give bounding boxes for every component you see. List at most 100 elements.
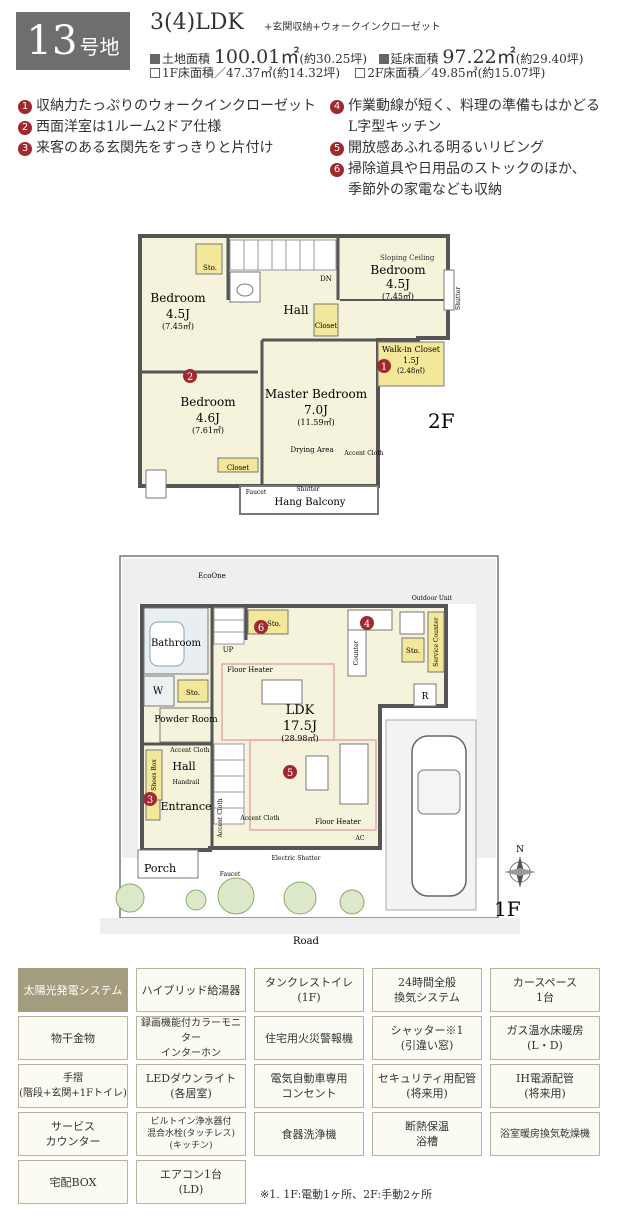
equipment-cell: 録画機能付カラーモニターインターホン — [136, 1016, 246, 1060]
master-bedroom-size: 7.0J — [304, 403, 328, 417]
ac-label: AC — [355, 835, 365, 842]
drying-area-label: Drying Area — [290, 446, 333, 454]
equipment-cell: LEDダウンライト(各居室) — [136, 1064, 246, 1108]
marker-3-icon — [143, 792, 157, 806]
wic-sqm: (2.48㎡) — [397, 367, 425, 375]
equipment-cell-text: セキュリティ用配管(将来用) — [377, 1072, 477, 1100]
equipment-cell-text: 断熱保温浴槽 — [405, 1120, 449, 1148]
car-icon — [411, 735, 467, 897]
2f-shutter-bottom-label: Shutter — [296, 486, 319, 493]
bedroom-sw-sqm: (7.61㎡) — [192, 426, 224, 435]
floor-heater-zone-2 — [249, 739, 377, 831]
compass-north-label: N — [516, 845, 524, 855]
master-bedroom-name: Master Bedroom — [265, 387, 368, 401]
marker-1-label: 1 — [381, 362, 387, 373]
coffee-table-icon — [305, 755, 329, 791]
equipment-cell-text: シャッター※1(引違い窓) — [390, 1024, 464, 1052]
equipment-cell: 浴室暖房換気乾燥機 — [490, 1112, 600, 1156]
2f-faucet-label: Faucet — [246, 489, 267, 496]
1f-sto-bath-label: Sto. — [186, 689, 200, 697]
site-gravel-north — [122, 558, 496, 604]
feature-text: 掃除道具や日用品のストックのほか、 — [348, 161, 586, 177]
equipment-cell: 太陽光発電システム — [18, 968, 128, 1012]
floor-area-label: 延床面積 — [390, 52, 439, 66]
equipment-cell: 住宅用火災警報機 — [254, 1016, 364, 1060]
bedroom-nw-size: 4.5J — [166, 307, 190, 321]
ecoone-label: EcoOne — [198, 572, 226, 580]
1f-floor-label: 1F — [494, 897, 521, 921]
equipment-cell-text: 録画機能付カラーモニターインターホン — [141, 1017, 241, 1059]
1f-up-label: UP — [223, 646, 234, 654]
refrigerator-label: R — [422, 692, 429, 702]
washer-area — [143, 675, 175, 707]
ldk-size: 17.5J — [283, 719, 317, 734]
stairs — [229, 239, 337, 271]
equipment-cell-text: LEDダウンライト(各居室) — [145, 1072, 237, 1100]
2f-plan: 1 2 Sloping Ceiling Bedroom 4.5J (7.45㎡)… — [138, 234, 462, 515]
marker-3-label: 3 — [147, 795, 153, 806]
1f-sto-stairs — [247, 609, 289, 635]
equipment-cell: IH電源配管(将来用) — [490, 1064, 600, 1108]
outdoor-unit-label: Outdoor Unit — [412, 595, 453, 602]
feature-text: 作業動線が短く、料理の準備もはかどる — [348, 98, 600, 114]
dining-table-icon — [261, 679, 303, 705]
washer-label: W — [153, 686, 164, 697]
shoes-box-label: Shoes Box — [151, 759, 158, 791]
powder-room — [159, 707, 213, 743]
equipment-cell: 食器洗浄機 — [254, 1112, 364, 1156]
marker-4-icon — [360, 616, 374, 630]
bedroom-sw-size: 4.6J — [196, 411, 220, 425]
master-bedroom-sqm: (11.59㎡) — [297, 418, 334, 427]
equipment-cell: 24時間全般換気システム — [372, 968, 482, 1012]
1f-accent-cloth-3: Accent Cloth — [239, 815, 279, 822]
bedroom-sw-name: Bedroom — [180, 395, 236, 409]
feature-item-cont: 季節外の家電なども収納 — [330, 180, 600, 201]
floor-area-tsubo: (約29.40坪) — [515, 52, 584, 66]
land-area-value: 100.01㎡ — [213, 46, 300, 68]
marker-6-icon — [254, 620, 268, 634]
2f-closet-sw — [217, 457, 259, 473]
plan-extra: +玄関収納+ウォークインクローゼット — [264, 22, 441, 33]
equipment-cell: シャッター※1(引違い窓) — [372, 1016, 482, 1060]
equipment-cell: ビルトイン浄水器付混合水栓(タッチレス)(キッチン) — [136, 1112, 246, 1156]
land-area-tsubo: (約30.25坪) — [299, 52, 368, 66]
feature-text: 西面洋室は1ルーム2ドア仕様 — [36, 119, 222, 135]
equipment-cell: ハイブリッド給湯器 — [136, 968, 246, 1012]
1f-hall-label: Hall — [172, 760, 196, 773]
feature-item-cont: L字型キッチン — [330, 117, 600, 138]
feature-number-badge: 1 — [18, 100, 32, 114]
feature-text: 季節外の家電なども収納 — [348, 182, 502, 198]
1f-floor-area: 1F床面積／47.37㎡(約14.32坪) — [162, 66, 341, 80]
2f-storage — [195, 243, 223, 275]
bedroom-nw-name: Bedroom — [150, 291, 206, 305]
refrigerator-icon — [413, 683, 437, 707]
equipment-cell-text: 手摺(階段+玄関+1Fトイレ) — [19, 1073, 127, 1099]
1f-sto-kitchen-label: Sto. — [406, 647, 420, 655]
floor-areas-row: 1F床面積／47.37㎡(約14.32坪) 2F床面積／49.85㎡(約15.0… — [150, 64, 545, 81]
bedroom-ne-sqm: (7.45㎡) — [382, 292, 414, 301]
toilet-icon — [236, 283, 254, 297]
bedroom-ne-size: 4.5J — [386, 277, 410, 291]
1f-stairs — [213, 607, 245, 825]
equipment-cell-text: 24時間全般換気システム — [394, 976, 460, 1004]
2f-accent-cloth-label: Accent Cloth — [343, 450, 383, 457]
equipment-grid: 太陽光発電システム ハイブリッド給湯器 タンクレストイレ(1F) 24時間全般換… — [18, 968, 608, 1204]
lot-suffix: 号地 — [79, 35, 120, 59]
land-area-row: 土地面積 100.01㎡(約30.25坪) 延床面積 97.22㎡(約29.40… — [150, 42, 583, 69]
kitchen-counter-label: Counter — [353, 640, 360, 665]
equipment-cell-text: タンクレストイレ(1F) — [265, 976, 353, 1004]
2f-closet-label: Closet — [315, 322, 338, 330]
marker-1-icon — [377, 359, 391, 373]
handrail-label: Handrail — [173, 779, 200, 786]
site-gravel-east — [476, 558, 496, 858]
bathtub-icon — [149, 621, 185, 667]
floor-heater-1-label: Floor Heater — [227, 666, 273, 674]
2f-floor-label: 2F — [428, 409, 455, 433]
equipment-cell-text: 電気自動車専用コンセント — [270, 1072, 348, 1100]
porch-label: Porch — [144, 862, 176, 875]
2f-dn-label: DN — [320, 275, 332, 283]
equipment-cell: 断熱保温浴槽 — [372, 1112, 482, 1156]
feature-number-badge: 2 — [18, 121, 32, 135]
